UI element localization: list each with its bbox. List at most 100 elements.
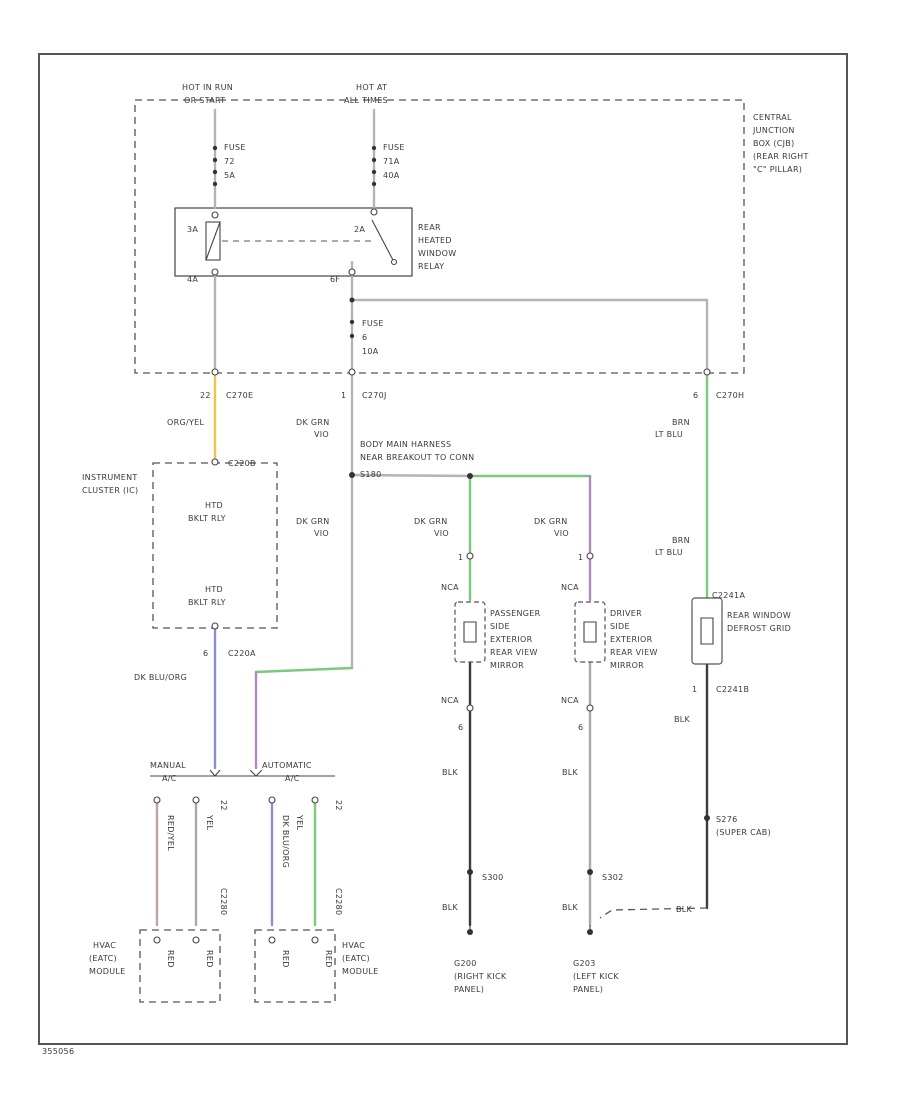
relay-label: REAR — [418, 223, 441, 232]
cjb-label-3: BOX (CJB) — [753, 139, 795, 148]
relay-label-2: HEATED — [418, 236, 452, 245]
hvac-manual-pin-red-1: RED — [166, 950, 175, 968]
hvac-auto-conn: C2280 — [334, 888, 343, 915]
fuse-71a-icon — [371, 145, 377, 187]
wire-label-blk-1: BLK — [442, 768, 459, 777]
c270j-name: C270J — [362, 391, 387, 400]
relay-label-4: RELAY — [418, 262, 445, 271]
cjb-label-4: (REAR RIGHT — [753, 152, 809, 161]
splice-s180-label: S180 — [360, 470, 382, 479]
ic-out-label: HTD — [205, 585, 223, 594]
fuse-71a-num: 71A — [383, 157, 400, 166]
c2241b-label: C2241B — [716, 685, 749, 694]
c2241b-pin: 1 — [692, 685, 697, 694]
hvac-auto-module-label-3: MODULE — [342, 967, 379, 976]
hvac-auto-wire-1: DK BLU/ORG — [281, 815, 290, 868]
relay-pin-tl: 3A — [187, 225, 198, 234]
ic-in-label: HTD — [205, 501, 223, 510]
relay-label-3: WINDOW — [418, 249, 456, 258]
defrost-label: REAR WINDOW — [727, 611, 791, 620]
body-harness-label-2: NEAR BREAKOUT TO CONN — [360, 453, 474, 462]
splice-s276-label-2: (SUPER CAB) — [716, 828, 771, 837]
relay-pin-tr: 2A — [354, 225, 365, 234]
hvac-manual-wire-2: YEL — [205, 814, 214, 831]
hvac-manual-pin-red-2: RED — [205, 950, 214, 968]
relay-coil-icon — [205, 221, 221, 261]
auto-ac-label: AUTOMATIC — [262, 761, 312, 770]
pin-6-b: 6 — [578, 723, 583, 732]
central-junction-box — [134, 99, 745, 374]
c270e-pin: 22 — [200, 391, 211, 400]
hvac-auto-module-label-2: (EATC) — [342, 954, 370, 963]
driver-mirror-label-2: SIDE — [610, 622, 630, 631]
wire-label-lt-blu-1: LT BLU — [655, 430, 683, 439]
mirror-pin-a: 1 — [458, 553, 463, 562]
cjb-label-5: "C" PILLAR) — [753, 165, 802, 174]
c270j-pin: 1 — [341, 391, 346, 400]
wire-label-dk-blu-org: DK BLU/ORG — [134, 673, 187, 682]
fuse-72-amp: 5A — [224, 171, 235, 180]
wire-label-blk-6: BLK — [676, 905, 693, 914]
diagram-frame — [38, 53, 848, 1045]
hvac-manual-wire-1: RED/YEL — [166, 815, 175, 851]
hvac-manual-module-label-3: MODULE — [89, 967, 126, 976]
passenger-mirror-label-4: REAR VIEW — [490, 648, 538, 657]
hvac-manual-module-label-2: (EATC) — [89, 954, 117, 963]
wire-label-brn-1: BRN — [672, 418, 690, 427]
splice-s180-dot — [349, 472, 355, 478]
g203-label-3: PANEL) — [573, 985, 603, 994]
fuse-6-amp: 10A — [362, 347, 379, 356]
c2241a-label: C2241A — [712, 591, 745, 600]
fuse-6-icon — [349, 319, 355, 339]
pin-6-a: 6 — [458, 723, 463, 732]
ground-g203-icon — [587, 925, 593, 935]
wire-label-dk-grn-3: DK GRN — [414, 517, 448, 526]
wire-label-lt-blu-2: LT BLU — [655, 548, 683, 557]
g200-label: G200 — [454, 959, 477, 968]
driver-mirror-label-3: EXTERIOR — [610, 635, 653, 644]
splice-s302-label: S302 — [602, 873, 624, 882]
splice-s300-label: S300 — [482, 873, 504, 882]
wire-label-vio-4: VIO — [554, 529, 569, 538]
hvac-auto-wire-2: YEL — [295, 814, 304, 831]
wire-label-blk-2: BLK — [562, 768, 579, 777]
hvac-auto-pin-red-1: RED — [281, 950, 290, 968]
passenger-mirror-label-5: MIRROR — [490, 661, 524, 670]
defrost-label-2: DEFROST GRID — [727, 624, 791, 633]
relay-switch-icon — [371, 219, 395, 263]
driver-mirror-label-4: REAR VIEW — [610, 648, 658, 657]
relay-pin-bl: 4A — [187, 275, 198, 284]
splice-s276-label: S276 — [716, 815, 738, 824]
manual-ac-label-2: A/C — [162, 774, 177, 783]
wire-label-dk-grn-1: DK GRN — [296, 418, 330, 427]
ground-g200-icon — [467, 925, 473, 935]
c270h-name: C270H — [716, 391, 744, 400]
hvac-manual-module-box — [139, 929, 221, 1003]
hvac-manual-module-label: HVAC — [93, 941, 116, 950]
g203-label-2: (LEFT KICK — [573, 972, 619, 981]
ic-conn-label: C220B — [228, 459, 256, 468]
rear-heated-window-relay-box — [174, 207, 413, 277]
nca-label-3: NCA — [441, 696, 459, 705]
g200-label-2: (RIGHT KICK — [454, 972, 507, 981]
wire-label-vio-3: VIO — [434, 529, 449, 538]
wire-label-dk-grn-2: DK GRN — [296, 517, 330, 526]
ic-in-label-2: BKLT RLY — [188, 514, 226, 523]
driver-mirror-label-5: MIRROR — [610, 661, 644, 670]
c220a-pin: 6 — [203, 649, 208, 658]
hot-all-label-2: ALL TIMES — [344, 96, 388, 105]
ic-label: INSTRUMENT — [82, 473, 138, 482]
fuse-72-label: FUSE — [224, 143, 246, 152]
hot-all-label: HOT AT — [356, 83, 387, 92]
auto-ac-label-2: A/C — [285, 774, 300, 783]
hvac-auto-pin: 22 — [334, 800, 343, 811]
wire-label-blk-4: BLK — [442, 903, 459, 912]
relay-pin-br: 6F — [330, 275, 340, 284]
g203-label: G203 — [573, 959, 596, 968]
manual-ac-label: MANUAL — [150, 761, 186, 770]
ic-label-2: CLUSTER (IC) — [82, 486, 138, 495]
wire-label-dk-grn-4: DK GRN — [534, 517, 568, 526]
nca-label-1: NCA — [441, 583, 459, 592]
wire-label-blk-3: BLK — [674, 715, 691, 724]
